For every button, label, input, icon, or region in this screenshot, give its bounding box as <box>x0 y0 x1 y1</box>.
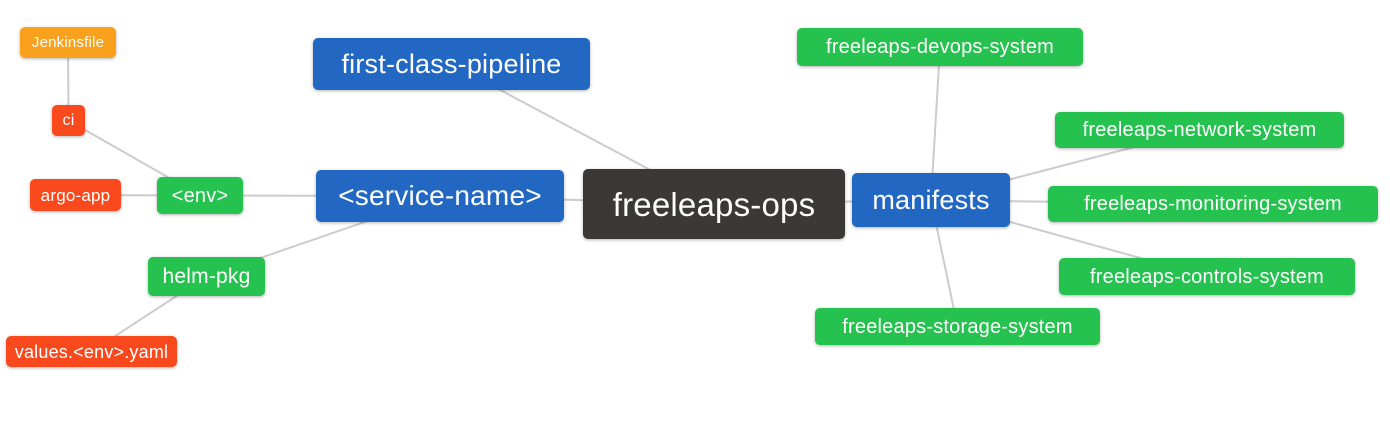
node-helm-pkg[interactable]: helm-pkg <box>148 257 265 296</box>
node-first-class-pipeline[interactable]: first-class-pipeline <box>313 38 590 90</box>
node-manifests[interactable]: manifests <box>852 173 1010 227</box>
node-values-env-yaml[interactable]: values.<env>.yaml <box>6 336 177 367</box>
node-argo-app[interactable]: argo-app <box>30 179 121 211</box>
node-freeleaps-ops[interactable]: freeleaps-ops <box>583 169 845 239</box>
node-freeleaps-controls-system[interactable]: freeleaps-controls-system <box>1059 258 1355 295</box>
node-freeleaps-storage-system[interactable]: freeleaps-storage-system <box>815 308 1100 345</box>
node-ci[interactable]: ci <box>52 105 85 136</box>
node-jenkinsfile[interactable]: Jenkinsfile <box>20 27 116 58</box>
node-freeleaps-monitoring-system[interactable]: freeleaps-monitoring-system <box>1048 186 1378 222</box>
node-freeleaps-network-system[interactable]: freeleaps-network-system <box>1055 112 1344 148</box>
node-env[interactable]: <env> <box>157 177 243 214</box>
node-freeleaps-devops-system[interactable]: freeleaps-devops-system <box>797 28 1083 66</box>
node-service-name[interactable]: <service-name> <box>316 170 564 222</box>
